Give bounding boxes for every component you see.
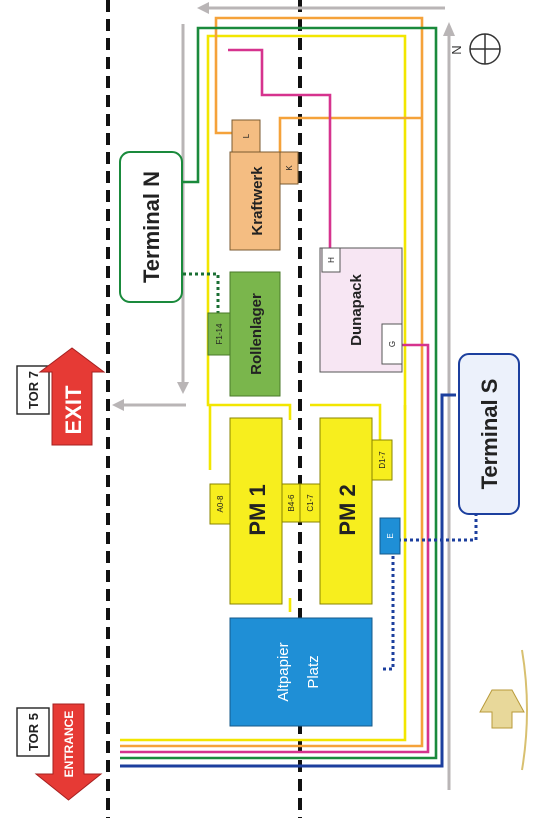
dunapack-dock-h-label: H bbox=[327, 257, 336, 263]
terminal-n-label: Terminal N bbox=[139, 171, 164, 283]
kraftwerk-building bbox=[229, 151, 281, 251]
kraftwerk-dock-k-box bbox=[279, 151, 299, 185]
orange-route bbox=[120, 16, 424, 748]
altpapier-platz-building bbox=[229, 617, 373, 727]
pm1-dock-a0-8-label: A0-8 bbox=[216, 495, 225, 512]
pm2-label: PM 2 bbox=[335, 484, 360, 535]
terminal-n-box bbox=[119, 151, 183, 303]
dunapack-label: Dunapack bbox=[348, 274, 365, 346]
altpapier-label-line2: Platz bbox=[305, 655, 322, 688]
pm2-dock-d1-7-label: D1-7 bbox=[378, 451, 387, 469]
gray-route-arrowheads bbox=[112, 2, 455, 411]
altpapier-label-line1: Altpapier bbox=[275, 642, 292, 701]
rollenlager-dock-f1-14-box bbox=[207, 312, 231, 356]
pm1-dock-b4-6-label: B4-6 bbox=[287, 494, 296, 511]
yellow-route bbox=[120, 34, 407, 742]
kraftwerk-dock-l-box bbox=[231, 119, 261, 153]
pm1-dock-a0-8-box bbox=[209, 483, 231, 525]
dunapack-dock-g-box bbox=[381, 323, 403, 365]
tor5-box bbox=[16, 707, 50, 757]
tower-logo-icon bbox=[479, 649, 528, 771]
dunapack-dock-h-box bbox=[321, 247, 341, 273]
tor7-label: TOR 7 bbox=[26, 371, 41, 409]
exit-arrow bbox=[38, 347, 106, 446]
magenta-route bbox=[120, 48, 430, 754]
entrance-label: ENTRANCE bbox=[62, 711, 76, 778]
rollenlager-building bbox=[229, 271, 281, 397]
rollenlager-dock-f1-14-label: F1-14 bbox=[215, 323, 224, 344]
terminal-s-label: Terminal S bbox=[477, 379, 502, 490]
dunapack-dock-g-label: G bbox=[388, 341, 397, 347]
pm2-dock-e-label: E bbox=[386, 533, 395, 538]
tor7-box bbox=[16, 365, 50, 415]
pm2-dock-c1-7-label: C1-7 bbox=[306, 494, 315, 512]
kraftwerk-label: Kraftwerk bbox=[249, 166, 266, 236]
compass-icon bbox=[469, 33, 501, 65]
pm2-dock-e-box bbox=[379, 517, 401, 555]
pm1-building bbox=[229, 417, 283, 605]
rollenlager-label: Rollenlager bbox=[248, 293, 265, 375]
terminal-s-box bbox=[458, 353, 520, 515]
kraftwerk-dock-k-label: K bbox=[285, 165, 294, 171]
blue-route bbox=[120, 393, 456, 768]
entrance-arrow bbox=[34, 703, 103, 801]
kraftwerk-dock-l-label: L bbox=[242, 133, 251, 138]
pm1-label: PM 1 bbox=[245, 484, 270, 535]
compass-north-label: N bbox=[449, 45, 464, 54]
exit-label: EXIT bbox=[61, 385, 86, 434]
tor5-label: TOR 5 bbox=[26, 713, 41, 751]
pm2-dock-d1-7-box bbox=[371, 439, 393, 481]
pm2-building bbox=[319, 417, 373, 605]
pm2-dock-c1-7-box bbox=[299, 483, 321, 523]
green-route bbox=[120, 26, 438, 760]
